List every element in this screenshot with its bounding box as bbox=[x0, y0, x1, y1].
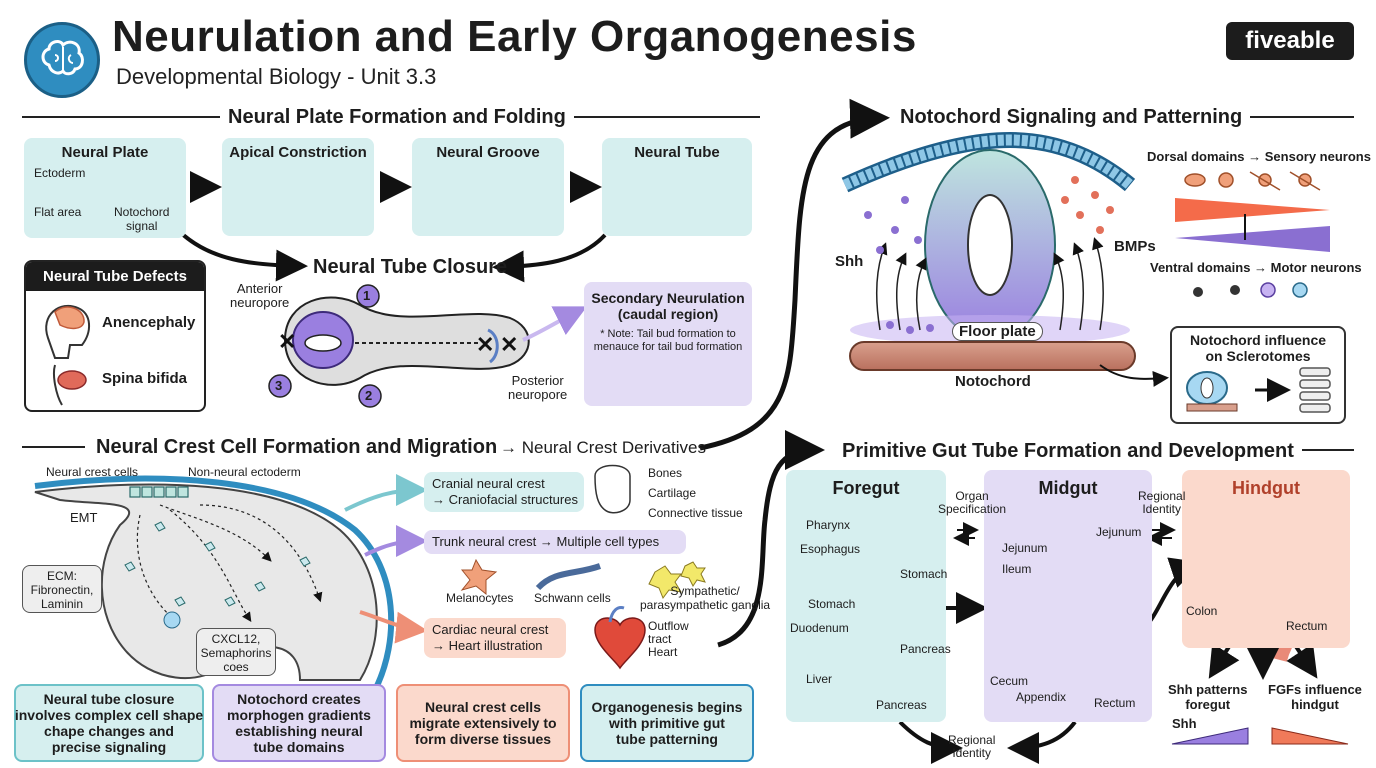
hindgut-label-colon: Colon bbox=[1186, 604, 1218, 618]
foregut-label-stomach: Stomach bbox=[900, 567, 948, 581]
embryo-migration-illustration bbox=[34, 475, 395, 692]
motor-neuron-icons bbox=[1193, 282, 1308, 298]
sclerotome-box: Notochord influence on Sclerotomes bbox=[1170, 326, 1346, 424]
closure-marker-2: 2 bbox=[365, 388, 373, 403]
foregut-label-pancreas: Pancreas bbox=[900, 642, 951, 656]
foregut-label-duodenum: Duodenum bbox=[790, 621, 849, 635]
defect-spina-bifida: Spina bifida bbox=[102, 370, 188, 387]
summary-note-3: Neural crest cells migrate extensively t… bbox=[396, 684, 570, 762]
shh-gradient-label: Shh bbox=[1172, 716, 1197, 731]
ventral-domains-label: Ventral domains → Motor neurons bbox=[1150, 260, 1362, 275]
cranial-derivative-cartilage: Cartilage bbox=[648, 486, 697, 500]
midgut-label-jejunum: Jejunum bbox=[1096, 525, 1142, 539]
section-title-neural-crest: Neural Crest Cell Formation and Migratio… bbox=[88, 436, 506, 459]
trunk-derivative-melanocytes: Melanocytes bbox=[446, 591, 514, 605]
closure-title: Neural Tube Closure bbox=[313, 256, 508, 278]
summary-note-4: Organogenesis begins with primitive gut … bbox=[580, 684, 754, 762]
foregut-label-liver: Liver bbox=[806, 672, 833, 686]
neural-tube-defects-box: Neural Tube Defects Anencephaly Spina bi… bbox=[24, 260, 206, 412]
foregut-label-pancreas-2: Pancreas bbox=[876, 698, 927, 712]
stage-neural-plate: Neural Plate bbox=[24, 138, 186, 238]
foregut-label-esophagus: Esophagus bbox=[800, 542, 861, 556]
regional-identity-label: Regional Identity bbox=[1138, 489, 1186, 516]
cranial-derivative-bones: Bones bbox=[648, 466, 683, 480]
foregut-label-pharynx: Pharynx bbox=[806, 518, 851, 532]
non-neural-ectoderm-label: Non-neural ectoderm bbox=[188, 465, 301, 479]
fgfs-label: FGFs influence hindgut bbox=[1268, 682, 1362, 712]
brand-logo[interactable]: fiveable bbox=[1226, 22, 1354, 60]
stage-label: Neural Plate bbox=[61, 144, 149, 161]
cranial-neural-crest-box: Cranial neural crest → Craniofacial stru… bbox=[424, 472, 584, 512]
flat-area-label: Flat area bbox=[34, 205, 82, 219]
emt-label: EMT bbox=[70, 510, 98, 525]
trunk-derivative-ganglia: Sympathetic/ parasympathetic ganglia bbox=[640, 584, 771, 612]
secondary-neurulation-box: Secondary Neurulation (caudal region) * … bbox=[584, 282, 752, 406]
stage-neural-tube: Neural Tube bbox=[602, 138, 752, 236]
posterior-neuropore-label: Posterior neuropore bbox=[508, 373, 568, 402]
cranial-derivative-connective: Connective tissue bbox=[648, 506, 743, 520]
hindgut-label-rectum: Rectum bbox=[1286, 619, 1328, 633]
cxcl12-box: CXCL12, Semaphorins coes bbox=[196, 628, 276, 676]
cardiac-neural-crest-box: Cardiac neural crest → Heart illustratio… bbox=[424, 618, 566, 658]
notochord-label: Notochord bbox=[955, 373, 1031, 390]
midgut-panel: Midgut bbox=[984, 470, 1152, 722]
bmps-label: BMPs bbox=[1114, 238, 1156, 255]
stage-label: Neural Groove bbox=[436, 144, 540, 161]
stage-neural-groove: Neural Groove bbox=[412, 138, 564, 236]
stage-label: Apical Constriction bbox=[229, 144, 367, 161]
trunk-derivative-schwann: Schwann cells bbox=[534, 591, 611, 605]
dorsal-domains-label: Dorsal domains → Sensory neurons bbox=[1147, 149, 1371, 164]
midgut-label-rectum: Rectum bbox=[1094, 696, 1136, 710]
section-title-gut: Primitive Gut Tube Formation and Develop… bbox=[834, 440, 1302, 463]
closure-illustration: ✕ ✕ ✕ bbox=[268, 284, 530, 408]
cardiac-derivatives-label: Outflow tract Heart bbox=[648, 619, 689, 659]
shh-patterns-label: Shh patterns foregut bbox=[1168, 682, 1248, 712]
anterior-neuropore-label: Anterior neuropore bbox=[230, 281, 290, 310]
foregut-label-stomach-2: Stomach bbox=[808, 597, 856, 611]
stage-apical-constriction: Apical Constriction bbox=[222, 138, 374, 236]
page-title: Neurulation and Early Organogenesis bbox=[112, 12, 917, 61]
ecm-box: ECM: Fibronectin, Laminin bbox=[22, 565, 102, 613]
defects-title: Neural Tube Defects bbox=[26, 262, 204, 291]
neural-crest-cells-label: Neural crest cells bbox=[46, 465, 139, 479]
trunk-neural-crest-box: Trunk neural crest → Multiple cell types bbox=[424, 530, 686, 554]
floor-plate-label: Floor plate bbox=[952, 322, 1043, 341]
notochord-signal-label: Notochord signal bbox=[114, 205, 170, 233]
secondary-note: * Note: Tail bud formation to menauce fo… bbox=[593, 328, 743, 353]
foregut-panel: Foregut bbox=[786, 470, 946, 722]
sclerotome-title: Notochord influence on Sclerotomes bbox=[1189, 332, 1327, 364]
brain-logo-icon bbox=[24, 22, 100, 98]
neural-crest-derivatives-label: → Neural Crest Derivatives bbox=[500, 438, 706, 457]
midgut-label-cecum: Cecum bbox=[990, 674, 1029, 688]
section-title-neural-plate: Neural Plate Formation and Folding bbox=[220, 106, 574, 129]
defect-anencephaly: Anencephaly bbox=[102, 314, 196, 331]
page-subtitle: Developmental Biology - Unit 3.3 bbox=[116, 64, 437, 89]
midgut-title: Midgut bbox=[1038, 478, 1098, 498]
sensory-neuron-icons bbox=[1184, 171, 1321, 191]
svg-text:✕: ✕ bbox=[500, 332, 518, 357]
midgut-label-jejunum-2: Jejunum bbox=[1002, 541, 1048, 555]
secondary-title: Secondary Neurulation (caudal region) bbox=[591, 290, 745, 322]
organ-specification-label: Organ Specification bbox=[938, 489, 1007, 516]
midgut-label-ileum: Ileum bbox=[1002, 562, 1032, 576]
hindgut-title: Hindgut bbox=[1232, 478, 1300, 498]
closure-marker-3: 3 bbox=[275, 378, 283, 393]
stage-label: Neural Tube bbox=[634, 144, 720, 161]
summary-note-2: Notochord creates morphogen gradients es… bbox=[212, 684, 386, 762]
regional-identity-bottom-label: Regional Identity bbox=[948, 733, 996, 760]
svg-text:✕: ✕ bbox=[476, 332, 494, 357]
midgut-label-appendix: Appendix bbox=[1016, 690, 1067, 704]
hindgut-panel: Hindgut bbox=[1182, 470, 1350, 648]
defect-icons bbox=[45, 304, 90, 406]
shh-label: Shh bbox=[835, 253, 864, 270]
summary-note-1: Neural tube closure involves complex cel… bbox=[14, 684, 204, 762]
foregut-title: Foregut bbox=[832, 478, 900, 498]
section-title-notochord: Notochord Signaling and Patterning bbox=[892, 106, 1251, 129]
ectoderm-label: Ectoderm bbox=[34, 166, 86, 180]
svg-text:✕: ✕ bbox=[278, 329, 296, 354]
closure-marker-1: 1 bbox=[363, 288, 371, 303]
